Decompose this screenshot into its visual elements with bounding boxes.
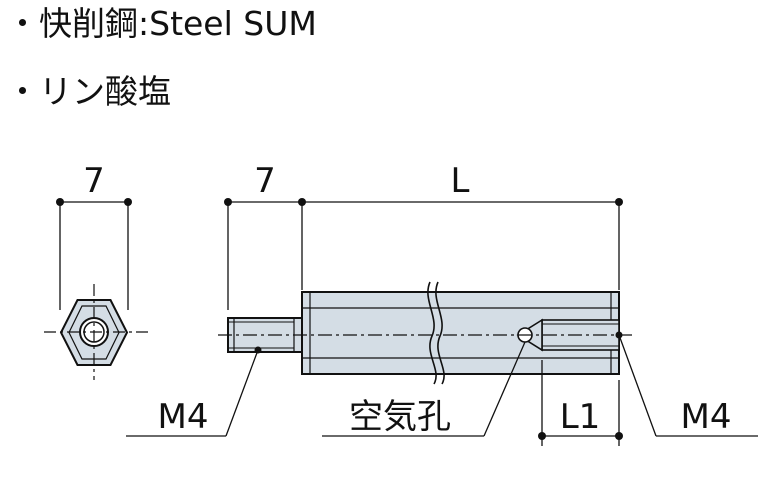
dim-dot: [615, 432, 623, 440]
dim-dot: [298, 198, 306, 206]
break-line: [427, 281, 437, 385]
dim-dot: [124, 198, 132, 206]
dim-dot: [615, 198, 623, 206]
material-spec: ・快削鋼:Steel SUM: [6, 4, 317, 43]
break-line: [435, 281, 445, 385]
dim-dot: [224, 198, 232, 206]
stud-thread: [227, 317, 303, 353]
side-view: 7 L: [218, 161, 636, 385]
body-length-label: L: [451, 161, 470, 201]
hex-width-label: 7: [83, 161, 105, 201]
stud-length-label: 7: [254, 161, 276, 201]
callouts: M4 空気孔 L1 M4: [126, 331, 758, 446]
leader-stud-thread: [225, 349, 259, 437]
leader-air-hole: [483, 341, 526, 437]
air-hole-label: 空気孔: [349, 397, 451, 437]
thread-depth-label: L1: [560, 397, 601, 437]
female-thread-label: M4: [681, 397, 732, 437]
stud-thread-label: M4: [158, 397, 209, 437]
dim-dot: [56, 198, 64, 206]
hex-end-view: 7: [44, 161, 150, 380]
dim-dot: [538, 432, 546, 440]
leader-female-thread: [618, 334, 657, 437]
finish-spec: ・リン酸塩: [6, 72, 171, 111]
